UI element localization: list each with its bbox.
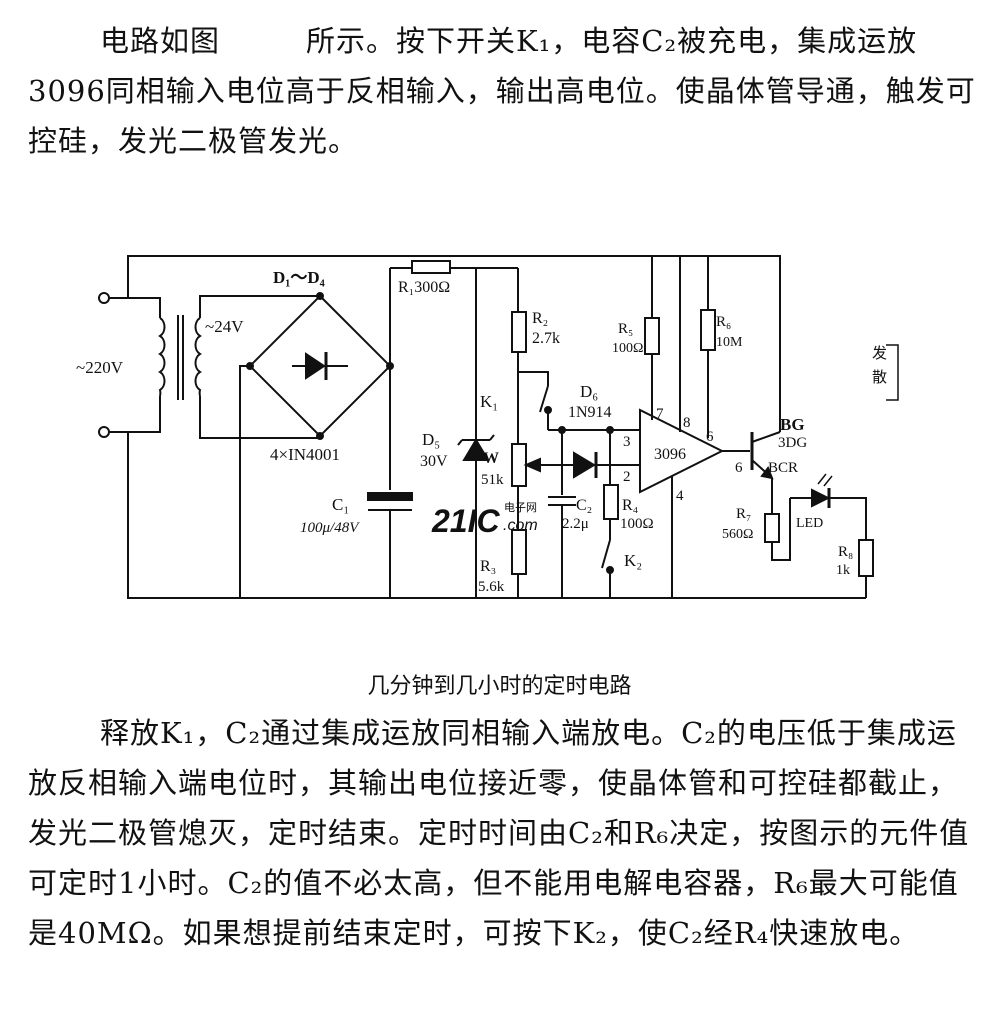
watermark-sub: 电子网 xyxy=(504,501,537,514)
wire-led-right xyxy=(829,497,867,540)
k1-switch-blade xyxy=(539,385,549,413)
transformer-primary xyxy=(158,317,166,397)
c1-plate-top xyxy=(367,492,413,501)
wire-k1-top xyxy=(518,371,549,386)
r1-label: R₁300Ω xyxy=(398,279,450,296)
ac-terminal-top xyxy=(98,292,110,304)
r4-resistor xyxy=(603,484,619,520)
bg-name: BG xyxy=(780,415,805,434)
pin7-label: 7 xyxy=(656,406,664,422)
right-note-1: 发 xyxy=(872,345,887,362)
w-name: W xyxy=(483,450,499,467)
intro-paragraph: 电路如图所示。按下开关K₁，电容C₂被充电，集成运放3096同相输入电位高于反相… xyxy=(28,16,978,166)
watermark-domain: .com xyxy=(503,517,538,534)
zener-d5-icon xyxy=(457,434,495,461)
diode-d6-icon xyxy=(573,451,598,479)
r2-name: R₂ xyxy=(532,310,548,327)
r6-resistor xyxy=(700,309,716,351)
r7-name: R₇ xyxy=(736,506,751,522)
k2-label: K₂ xyxy=(624,551,642,570)
k2-switch-blade xyxy=(601,539,611,569)
r6-name: R₆ xyxy=(716,314,731,330)
wire-ac-primary xyxy=(128,297,161,318)
watermark-main: 21IC xyxy=(431,503,500,539)
r4-name: R₄ xyxy=(622,497,639,514)
c2-name: C₂ xyxy=(576,497,592,514)
r2-resistor xyxy=(511,311,527,353)
right-bracket xyxy=(886,344,899,401)
bridge-label: D₁～D₄ xyxy=(273,268,325,287)
wire-negative-rail-left xyxy=(127,365,250,599)
right-note-2: 散 xyxy=(872,369,887,386)
body-paragraph: 释放K₁，C₂通过集成运放同相输入端放电。C₂的电压低于集成运放反相输入端电位时… xyxy=(28,708,978,958)
w-value: 51k xyxy=(481,472,504,488)
k1-label: K₁ xyxy=(480,392,498,411)
wire-secondary-top xyxy=(199,295,320,318)
r8-name: R₈ xyxy=(838,544,853,560)
d5-name: D₅ xyxy=(422,430,440,449)
c1-value: 100μ/48V xyxy=(300,520,360,536)
secondary-voltage-label: ~24V xyxy=(205,317,244,336)
wire-bg-collector xyxy=(708,255,781,432)
r5-name: R₅ xyxy=(618,321,633,337)
r3-resistor xyxy=(511,529,527,575)
d6-value: 1N914 xyxy=(568,404,612,421)
wire-top-bus xyxy=(109,255,718,299)
r4-value: 100Ω xyxy=(620,516,654,532)
r3-name: R₃ xyxy=(480,558,496,575)
wire-ac-bottom xyxy=(109,396,161,433)
r6-value: 10M xyxy=(716,335,743,350)
bcr-label: BCR xyxy=(768,460,798,476)
r8-value: 1k xyxy=(836,563,850,578)
watermark-logo: 21IC 电子网 .com xyxy=(431,501,538,539)
bridge-diode-icon xyxy=(292,352,348,380)
d6-name: D₆ xyxy=(580,382,598,401)
pin2-label: 2 xyxy=(623,469,631,485)
wiper-arrow-icon xyxy=(523,457,541,473)
pin6-in-label: 6 xyxy=(706,429,714,445)
ac-terminal-bottom xyxy=(98,426,110,438)
figure-caption: 几分钟到几小时的定时电路 xyxy=(367,674,632,699)
r7-value: 560Ω xyxy=(722,527,753,542)
r5-resistor xyxy=(644,317,660,355)
ac-input-label: ~220V xyxy=(76,358,124,377)
pin3-label: 3 xyxy=(623,434,631,450)
intro-text-rest: 所示。按下开关K₁，电容C₂被充电，集成运放3096同相输入电位高于反相输入，输… xyxy=(28,24,976,158)
bridge-diodes-label: 4×IN4001 xyxy=(270,445,340,464)
r5-value: 100Ω xyxy=(612,341,643,356)
r7-resistor xyxy=(764,513,780,543)
bg-value: 3DG xyxy=(778,435,807,451)
wire-r7-bottom xyxy=(771,498,791,561)
led-label: LED xyxy=(796,516,823,531)
pin8-label: 8 xyxy=(683,415,691,431)
led-icon xyxy=(811,473,833,508)
c2-value: 2.2μ xyxy=(562,516,589,532)
r2-value: 2.7k xyxy=(532,330,560,347)
c1-name: C₁ xyxy=(332,495,349,514)
transformer-secondary xyxy=(194,317,202,397)
pin4-label: 4 xyxy=(676,488,684,504)
pin6-out-label: 6 xyxy=(735,460,743,476)
r8-resistor xyxy=(858,539,874,577)
r1-resistor xyxy=(411,260,451,274)
opamp-label: 3096 xyxy=(654,446,686,463)
intro-text-start: 电路如图 xyxy=(100,24,221,58)
d5-value: 30V xyxy=(420,453,448,470)
body-text: 释放K₁，C₂通过集成运放同相输入端放电。C₂的电压低于集成运放反相输入端电位时… xyxy=(28,716,970,950)
wire-secondary-bottom xyxy=(199,396,320,439)
r3-value: 5.6k xyxy=(478,579,505,595)
